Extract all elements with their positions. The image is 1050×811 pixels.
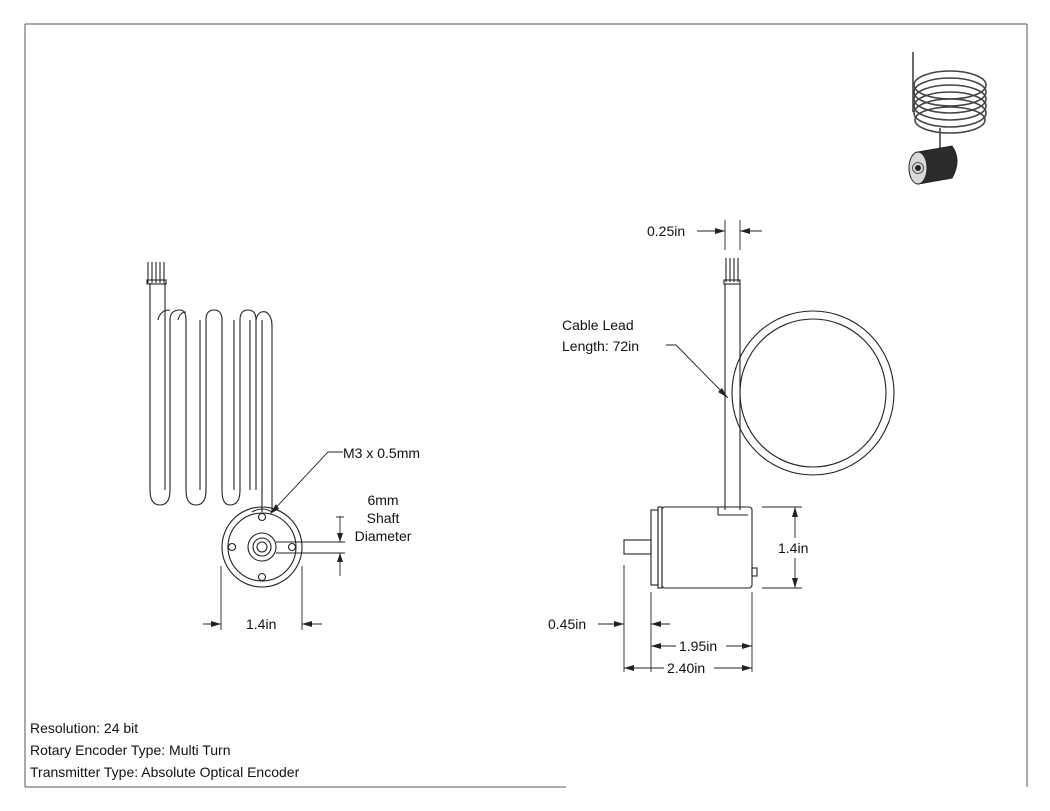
side-height-label: 1.4in xyxy=(778,540,809,556)
side-view-encoder-body xyxy=(623,506,758,589)
isometric-thumbnail xyxy=(908,52,987,185)
cable-diameter-label: 0.25in xyxy=(647,223,686,239)
front-view-encoder-face xyxy=(221,506,303,588)
sheet-border xyxy=(24,23,1028,788)
shaft-diameter-label-line3: Diameter xyxy=(354,528,412,544)
shaft-diameter-label-line2: Shaft xyxy=(366,510,400,526)
total-length-label: 2.40in xyxy=(667,660,706,676)
thread-size-label: M3 x 0.5mm xyxy=(343,445,421,461)
side-view-arrowheads xyxy=(614,228,798,671)
spec-transmitter-type: Transmitter Type: Absolute Optical Encod… xyxy=(30,764,300,780)
front-view-cable-coil xyxy=(146,262,273,512)
body-length-label: 1.95in xyxy=(679,638,718,654)
spec-encoder-type: Rotary Encoder Type: Multi Turn xyxy=(30,742,231,758)
shaft-diameter-label-line1: 6mm xyxy=(367,492,399,508)
cable-lead-label-line2: Length: 72in xyxy=(562,338,640,354)
front-width-label: 1.4in xyxy=(246,616,277,632)
cable-lead-label-line1: Cable Lead xyxy=(562,317,634,333)
front-view-dimensions xyxy=(203,451,345,630)
side-view-cable-loop xyxy=(731,310,895,476)
spec-resolution: Resolution: 24 bit xyxy=(30,720,139,736)
front-view-arrowheads xyxy=(211,504,343,627)
shaft-length-label: 0.45in xyxy=(548,616,587,632)
front-view xyxy=(146,262,345,630)
spec-notes: Resolution: 24 bit Rotary Encoder Type: … xyxy=(30,717,299,783)
side-view-dimensions xyxy=(598,220,802,672)
side-view xyxy=(598,220,895,672)
